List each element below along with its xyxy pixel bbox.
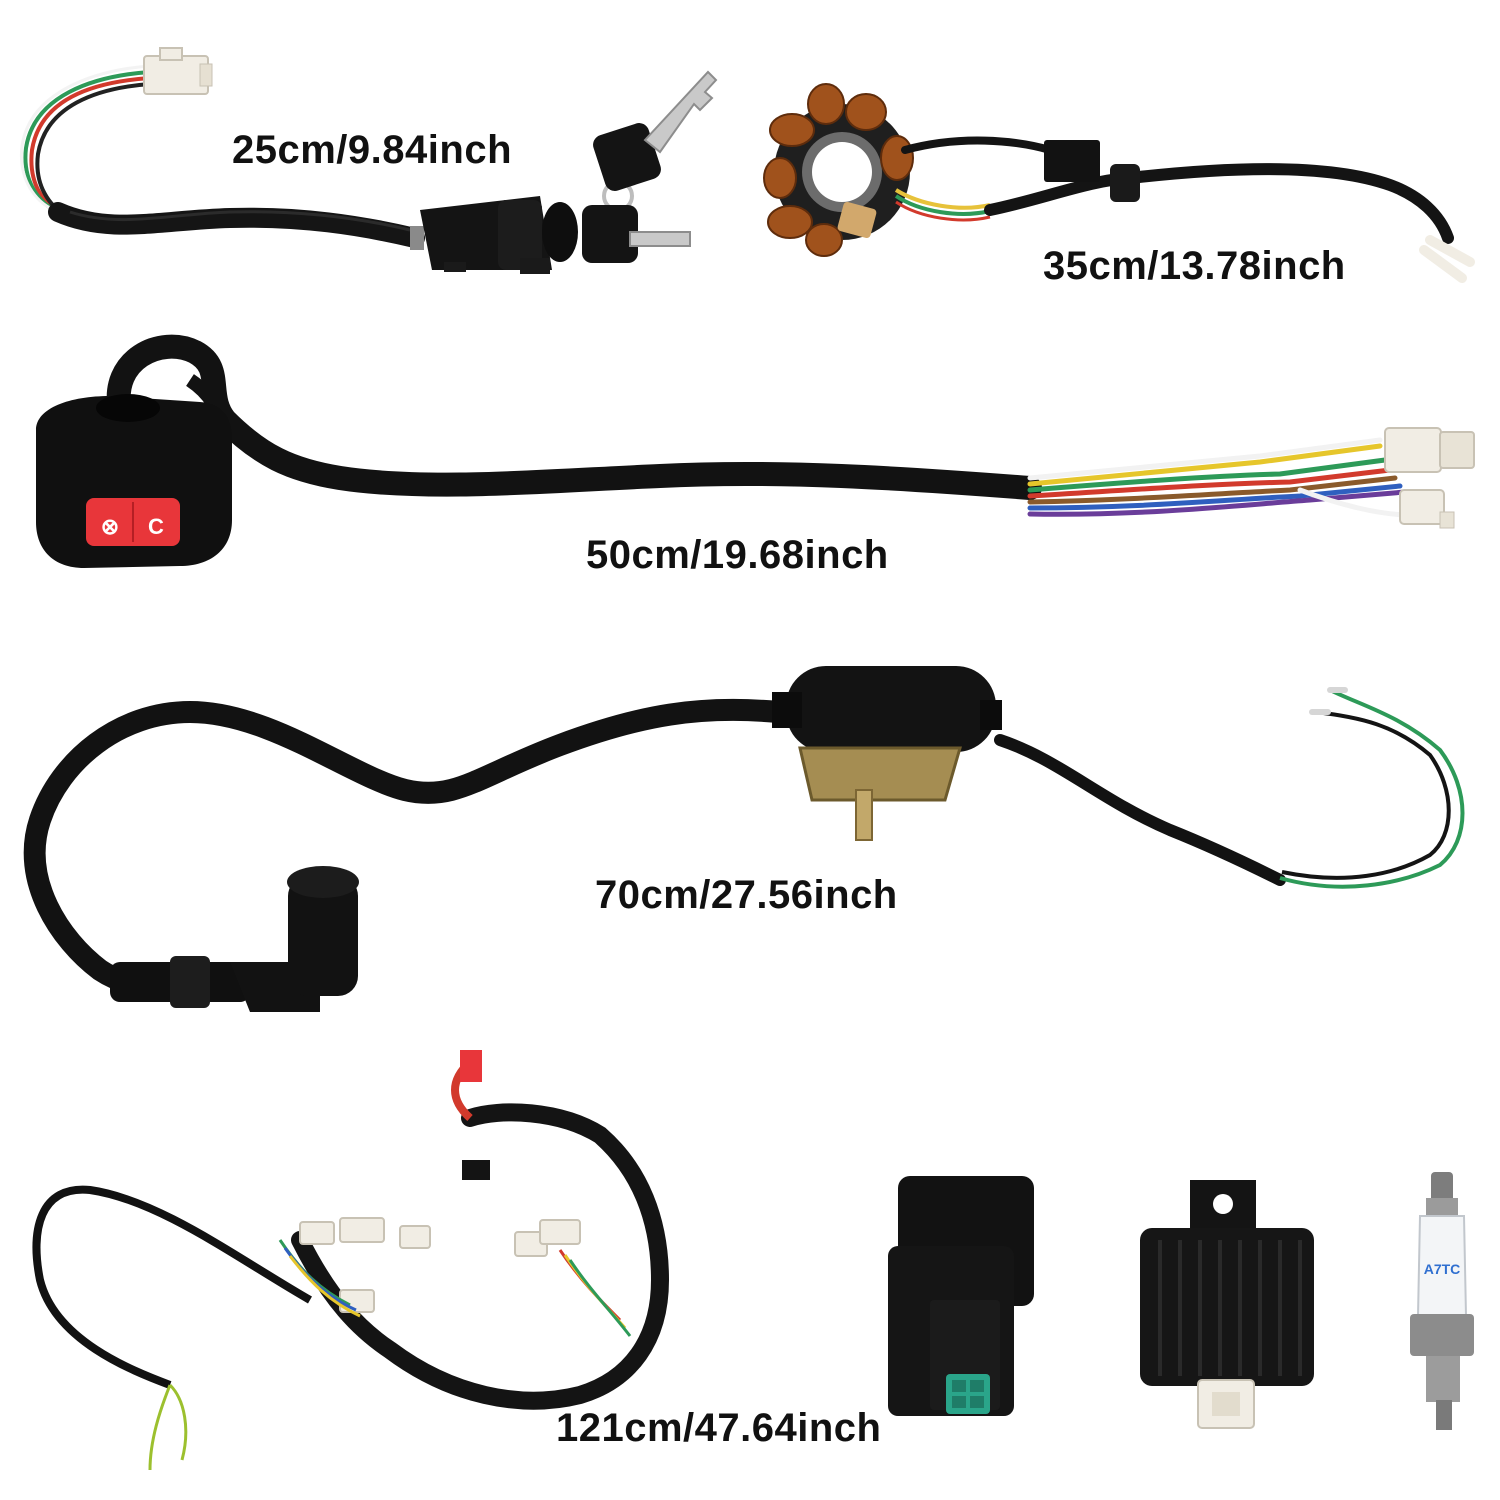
harness-ground-lead xyxy=(32,1185,312,1389)
kill-switch-length-label: 50cm/19.68inch xyxy=(586,533,889,577)
ignition-wires xyxy=(19,64,152,218)
regulator-fins xyxy=(1158,1240,1302,1376)
spark-plug-text: A7TC xyxy=(1424,1261,1461,1277)
switch-cable xyxy=(106,334,1042,500)
ignition-sheath xyxy=(48,202,425,248)
wiring-harness xyxy=(32,1050,670,1471)
switch-connector-lower xyxy=(1399,489,1445,525)
voltage-regulator xyxy=(1140,1180,1314,1429)
switch-housing xyxy=(36,396,232,568)
stator-connector xyxy=(1044,140,1100,182)
harness-connectors xyxy=(299,1217,581,1313)
stator-coils xyxy=(763,83,914,257)
harness-length-label: 121cm/47.64inch xyxy=(556,1406,882,1450)
kill-start-switch: ⊗ C xyxy=(36,334,1475,568)
ignition-keys-icon xyxy=(582,70,718,263)
harness-main-loom xyxy=(291,1103,670,1410)
switch-wire-fan xyxy=(1027,437,1413,518)
stator-length-label: 35cm/13.78inch xyxy=(1043,244,1346,288)
stator-pickup xyxy=(837,202,877,238)
stator xyxy=(763,83,1475,283)
coil-hv-lead xyxy=(23,698,789,998)
spark-plug: A7TC xyxy=(1410,1172,1474,1430)
ignition-switch xyxy=(19,47,718,274)
start-letter: C xyxy=(148,514,164,539)
ignition-barrel xyxy=(410,196,578,274)
coil-body xyxy=(786,666,996,752)
ignition-switch-length-label: 25cm/9.84inch xyxy=(232,128,512,172)
spark-plug-boot xyxy=(110,866,359,1012)
coil-bracket xyxy=(798,746,962,802)
harness-wire-strands xyxy=(278,1239,632,1337)
switch-connector-upper xyxy=(1384,427,1442,473)
cdi-box xyxy=(888,1176,1034,1416)
kill-symbol: ⊗ xyxy=(101,514,119,539)
ignition-coil xyxy=(23,666,1465,1012)
ignition-connector xyxy=(143,47,213,95)
ignition-coil-length-label: 70cm/27.56inch xyxy=(595,873,898,917)
